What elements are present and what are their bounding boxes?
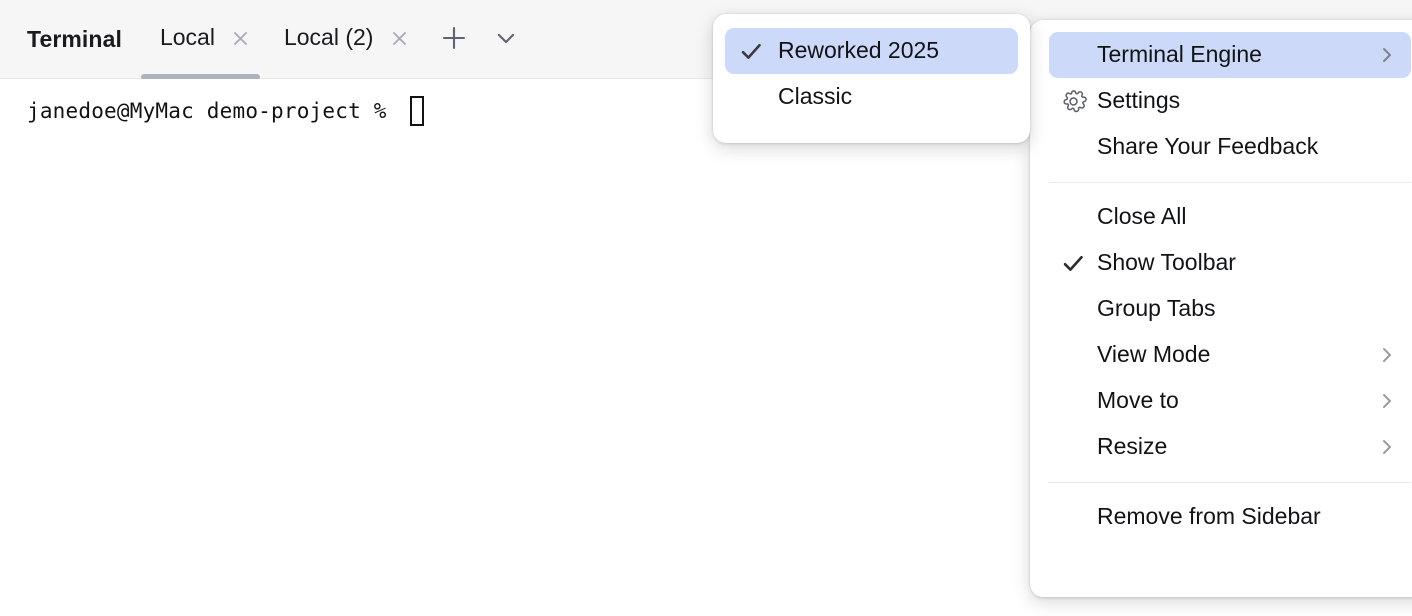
chevron-right-icon <box>1376 424 1398 470</box>
tab-local-label: Local <box>159 24 215 50</box>
menu-item-label: Move to <box>1097 386 1179 413</box>
menu-item-label: Close All <box>1097 202 1187 229</box>
chevron-down-icon[interactable] <box>486 19 526 59</box>
submenu-item-classic[interactable]: Classic <box>725 74 1018 120</box>
tab-local[interactable]: Local <box>140 0 264 80</box>
menu-separator <box>1049 482 1411 483</box>
menu-item-label: Share Your Feedback <box>1097 132 1319 159</box>
close-icon[interactable] <box>226 24 256 54</box>
menu-item-label: Remove from Sidebar <box>1097 502 1321 529</box>
chevron-right-icon <box>1376 378 1398 424</box>
gear-icon <box>1049 88 1097 115</box>
menu-item-settings[interactable]: Settings <box>1049 78 1411 124</box>
prompt-line: janedoe@MyMac demo-project % <box>27 96 1412 126</box>
plus-icon[interactable] <box>434 19 474 59</box>
menu-item-close-all[interactable]: Close All <box>1049 194 1411 240</box>
menu-item-label: Settings <box>1097 86 1181 113</box>
tab-local-2[interactable]: Local (2) <box>284 0 422 79</box>
terminal-context-menu: Terminal Engine Settings Share Your Feed… <box>1030 20 1412 597</box>
menu-separator <box>1049 182 1411 183</box>
submenu-item-label: Classic <box>778 82 853 109</box>
shell-prompt: janedoe@MyMac demo-project % <box>27 98 400 123</box>
block-cursor <box>410 96 425 126</box>
active-tab-indicator <box>140 73 260 80</box>
check-icon <box>725 39 778 64</box>
menu-item-label: Group Tabs <box>1097 294 1216 321</box>
tab-local-2-label: Local (2) <box>283 24 374 50</box>
menu-item-share-your-feedback[interactable]: Share Your Feedback <box>1049 124 1411 170</box>
terminal-engine-submenu: Reworked 2025 Classic <box>713 14 1030 143</box>
menu-item-label: Terminal Engine <box>1097 40 1262 67</box>
menu-item-terminal-engine[interactable]: Terminal Engine <box>1049 32 1411 78</box>
menu-item-group-tabs[interactable]: Group Tabs <box>1049 286 1411 332</box>
menu-item-label: Resize <box>1097 432 1168 459</box>
chevron-right-icon <box>1376 332 1398 378</box>
menu-item-resize[interactable]: Resize <box>1049 424 1411 470</box>
menu-item-move-to[interactable]: Move to <box>1049 378 1411 424</box>
menu-item-view-mode[interactable]: View Mode <box>1049 332 1411 378</box>
close-icon[interactable] <box>384 24 414 54</box>
menu-item-label: View Mode <box>1097 340 1211 367</box>
chevron-right-icon <box>1376 32 1398 78</box>
check-icon <box>1049 251 1097 276</box>
submenu-item-label: Reworked 2025 <box>778 36 940 63</box>
menu-item-label: Show Toolbar <box>1097 248 1236 275</box>
menu-item-show-toolbar[interactable]: Show Toolbar <box>1049 240 1411 286</box>
tab-strip: Local Local (2) <box>140 0 526 80</box>
page-title: Terminal <box>27 25 122 52</box>
submenu-item-reworked-2025[interactable]: Reworked 2025 <box>725 28 1018 74</box>
menu-item-remove-from-sidebar[interactable]: Remove from Sidebar <box>1049 494 1411 540</box>
